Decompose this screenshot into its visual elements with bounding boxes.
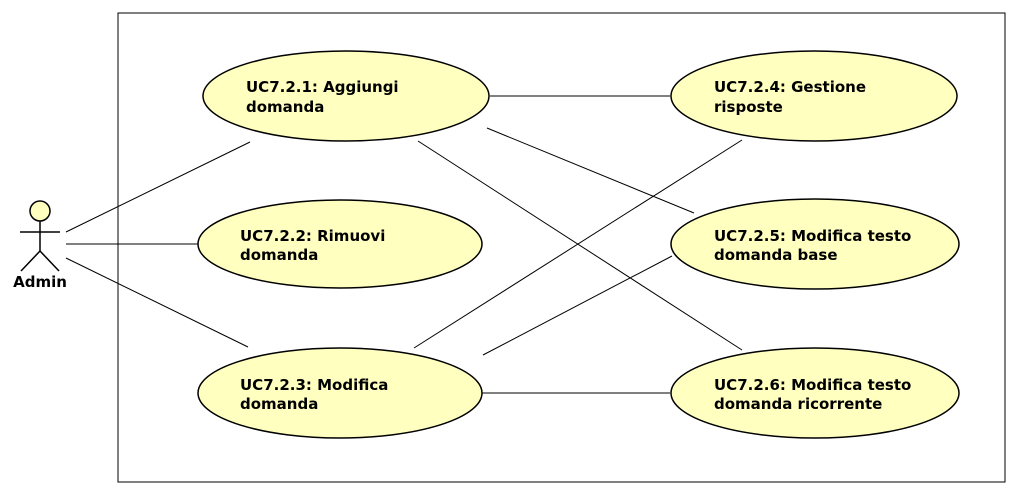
use-case-uc723-shape <box>197 347 483 439</box>
actor-head <box>29 200 51 222</box>
use-case-uc722[interactable]: UC7.2.2: Rimuovi domanda <box>197 199 483 289</box>
use-case-uc722-label-line1: UC7.2.2: Rimuovi <box>240 227 385 245</box>
assoc-uc723-uc724 <box>413 139 743 349</box>
use-case-uc724-label-line2: risposte <box>714 98 783 116</box>
actor-admin[interactable] <box>20 200 60 272</box>
use-case-uc726-label-line1: UC7.2.6: Modifica testo <box>714 376 911 394</box>
associations <box>65 95 743 394</box>
actor-label: Admin <box>13 273 67 291</box>
use-case-uc721-shape <box>202 50 490 142</box>
use-case-uc723[interactable]: UC7.2.3: Modifica domanda <box>197 347 483 439</box>
use-case-uc722-label-line2: domanda <box>240 246 318 264</box>
assoc-uc723-uc725 <box>482 255 673 356</box>
use-case-uc726[interactable]: UC7.2.6: Modifica testo domanda ricorren… <box>670 347 960 439</box>
assoc-admin-uc721 <box>65 141 251 233</box>
use-case-uc726-label-line2: domanda ricorrente <box>714 395 882 413</box>
use-case-uc721-label-line2: domanda <box>246 98 324 116</box>
use-case-uc725[interactable]: UC7.2.5: Modifica testo domanda base <box>670 198 960 290</box>
use-case-uc721-label-line1: UC7.2.1: Aggiungi <box>246 78 399 96</box>
use-case-uc726-shape <box>670 347 960 439</box>
use-case-uc724[interactable]: UC7.2.4: Gestione risposte <box>670 50 958 142</box>
use-case-uc721[interactable]: UC7.2.1: Aggiungi domanda <box>202 50 490 142</box>
use-case-uc723-label-line1: UC7.2.3: Modifica <box>240 376 388 394</box>
use-case-uc724-shape <box>670 50 958 142</box>
actor-right-leg <box>39 250 60 272</box>
use-case-uc722-shape <box>197 199 483 289</box>
assoc-uc721-uc726 <box>417 140 743 351</box>
use-case-uc724-label-line1: UC7.2.4: Gestione <box>714 78 866 96</box>
use-case-uc723-label-line2: domanda <box>240 395 318 413</box>
assoc-uc721-uc725 <box>486 127 695 214</box>
assoc-admin-uc723 <box>65 257 249 348</box>
actor-left-leg <box>20 250 41 272</box>
use-case-uc725-label-line1: UC7.2.5: Modifica testo <box>714 227 911 245</box>
use-case-uc725-label-line2: domanda base <box>714 246 838 264</box>
use-case-uc725-shape <box>670 198 960 290</box>
